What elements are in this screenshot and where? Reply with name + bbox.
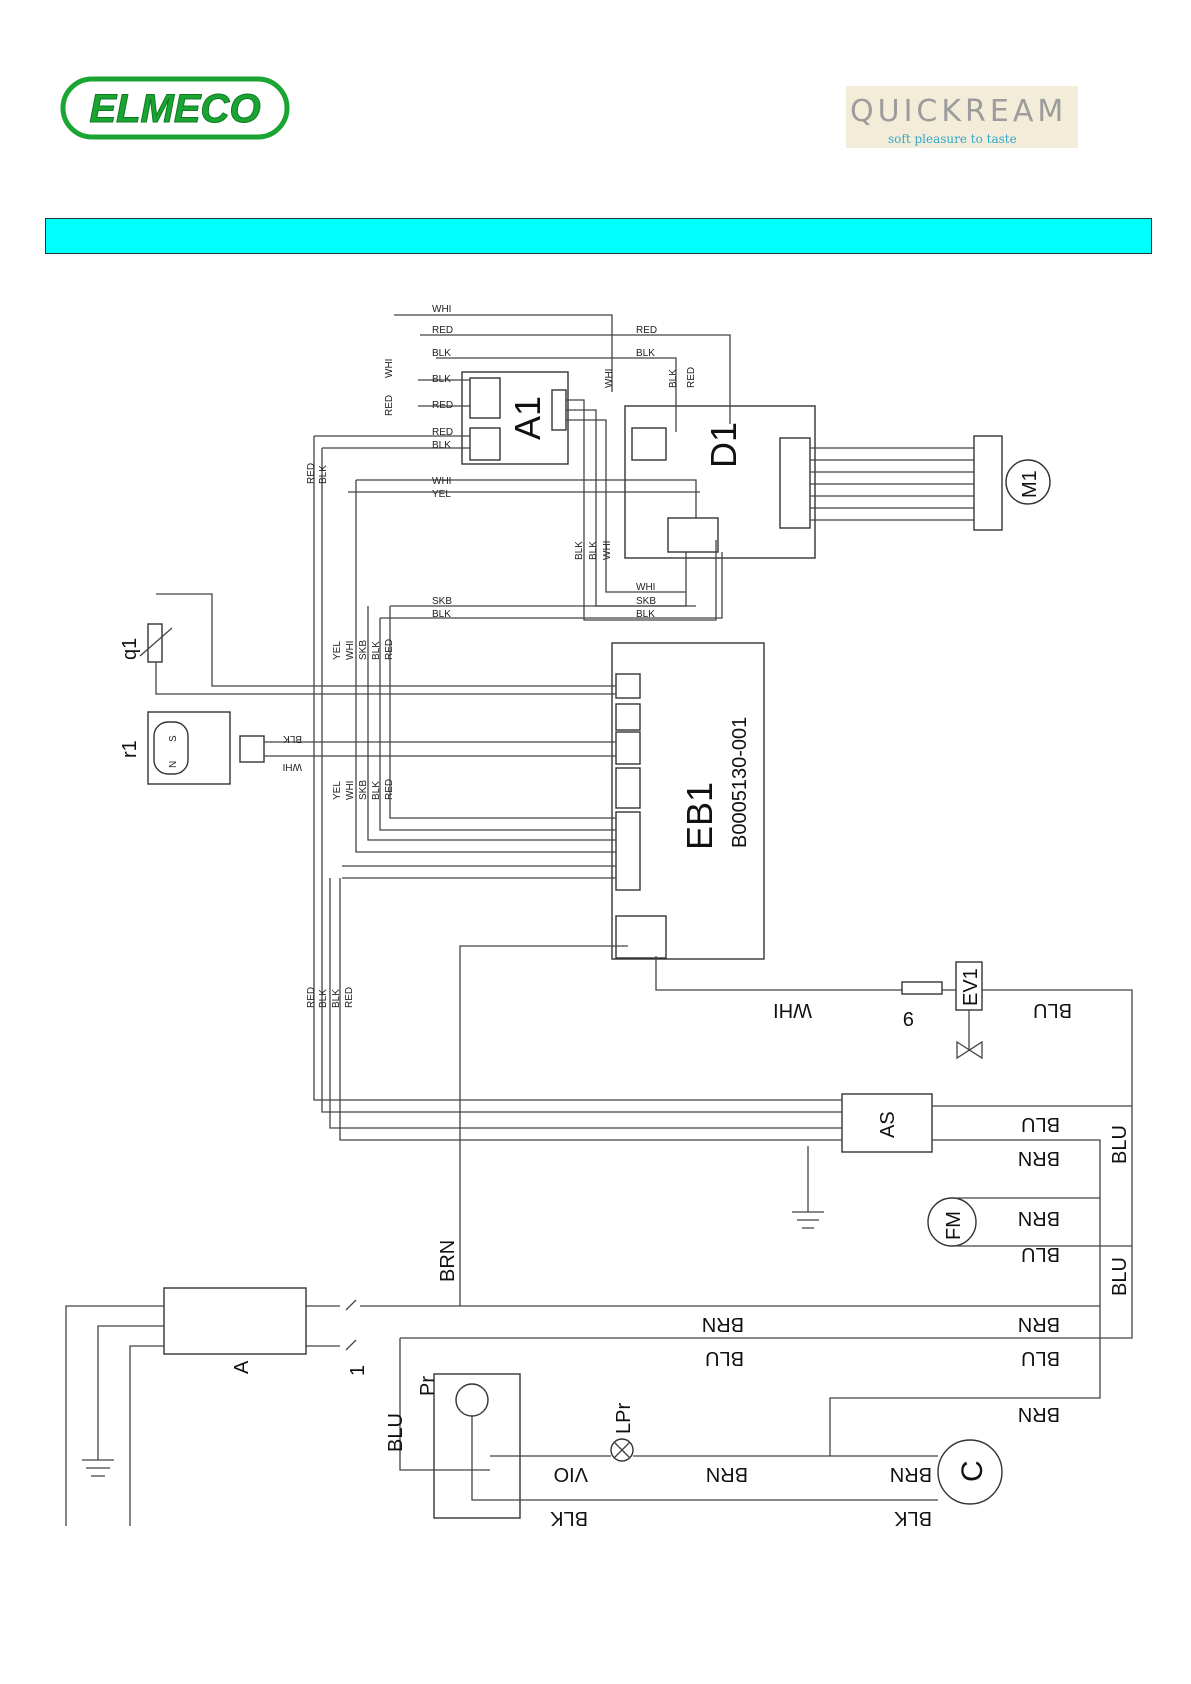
- wire-label-red-bundle2: RED: [384, 779, 395, 800]
- wire-label-yel-bundle1: YEL: [332, 641, 343, 660]
- wire-label-red-low: RED: [306, 987, 317, 1008]
- wire-label-yel-bundle2: YEL: [332, 781, 343, 800]
- wire-label-whi-bundle2: WHI: [345, 781, 356, 800]
- wire-label-brn-c1: BRN: [1018, 1403, 1060, 1425]
- eb1-label: EB1: [679, 782, 720, 850]
- wire-label-blk-d1b: BLK: [636, 609, 655, 620]
- wire-label-skb-bundle1: SKB: [358, 640, 369, 660]
- wire-label-yel-mid: YEL: [432, 489, 451, 500]
- fuse-label: 9: [903, 1007, 914, 1029]
- d1-label: D1: [703, 422, 744, 468]
- wire-label-red-a1: RED: [432, 400, 453, 411]
- fm-label: FM: [943, 1211, 965, 1240]
- a1-label: A1: [507, 396, 548, 440]
- a-label: A: [231, 1360, 253, 1374]
- c-compressor: [937, 1439, 1003, 1505]
- lpr-label: LPr: [613, 1403, 635, 1434]
- wire-label-brn-c2: BRN: [706, 1463, 748, 1485]
- r1-n-label: N: [168, 761, 179, 768]
- wire-label-blu-pr: BLU: [385, 1413, 407, 1452]
- wire-label-red-vert2: RED: [686, 367, 697, 388]
- wire-label-blk-vert4: BLK: [588, 541, 599, 560]
- wire-label-skb-mid: SKB: [432, 596, 452, 607]
- wire-label-blk-vert3: BLK: [574, 541, 585, 560]
- wire-label-whi-ev1: WHI: [773, 999, 812, 1021]
- quickream-logo-text: QUICKREAM: [850, 94, 1068, 129]
- wire-label-red-a1b: RED: [432, 427, 453, 438]
- wire-label-brn-vert: BRN: [437, 1240, 459, 1282]
- wire-label-red-low2: RED: [344, 987, 355, 1008]
- pr-label: Pr: [417, 1376, 439, 1396]
- wire-label-blk-a1b: BLK: [432, 440, 451, 451]
- wire-label-blu-main2: BLU: [1021, 1347, 1060, 1369]
- quickream-logo: QUICKREAM soft pleasure to taste: [846, 86, 1078, 148]
- wire-label-blu-right1: BLU: [1109, 1125, 1131, 1164]
- wire-label-brn-main2: BRN: [1018, 1313, 1060, 1335]
- wire-label-blu-main1: BLU: [705, 1347, 744, 1369]
- wire-label-whi-top: WHI: [432, 304, 451, 315]
- wire-label-blk-d1: BLK: [636, 348, 655, 359]
- title-banner: [45, 218, 1152, 254]
- q1-label: q1: [119, 638, 141, 660]
- wire-label-blk-a1: BLK: [432, 374, 451, 385]
- c-label: C: [956, 1460, 989, 1482]
- fuse-9: [901, 981, 943, 995]
- wire-label-whi-d1: WHI: [636, 582, 655, 593]
- as-label: AS: [877, 1111, 899, 1138]
- m1-motor: [1005, 459, 1051, 505]
- wire-label-whi-bundle1: WHI: [345, 641, 356, 660]
- wire-label-blk-c1: BLK: [550, 1507, 588, 1529]
- wire-label-blk-vert2: BLK: [668, 369, 679, 388]
- wire-label-blu-ev1: BLU: [1033, 999, 1072, 1021]
- wire-label-blk-bundle1: BLK: [371, 641, 382, 660]
- wire-label-blk-left: BLK: [318, 465, 329, 484]
- wire-label-red-d1: RED: [636, 325, 657, 336]
- wire-label-brn-c3: BRN: [890, 1463, 932, 1485]
- wire-label-blk-r1: BLK: [283, 733, 302, 744]
- r1-label: r1: [119, 740, 141, 758]
- wire-label-blk-bundle2: BLK: [371, 781, 382, 800]
- elmeco-logo-text: ELMECO: [89, 87, 260, 131]
- elmeco-logo: ELMECO: [60, 76, 290, 140]
- wire-label-blu-fm: BLU: [1021, 1243, 1060, 1265]
- wire-label-brn-fm: BRN: [1018, 1207, 1060, 1229]
- wire-label-blk-top: BLK: [432, 348, 451, 359]
- wire-label-red-top: RED: [432, 325, 453, 336]
- pr-pressostat: [433, 1373, 521, 1519]
- wire-label-whi-mid: WHI: [432, 476, 451, 487]
- wire-label-blk-mid: BLK: [432, 609, 451, 620]
- ev1-label: EV1: [960, 968, 982, 1006]
- eb1-code: B0005130-001: [729, 717, 751, 848]
- wire-label-red-bundle1: RED: [384, 639, 395, 660]
- wire-label-red-left: RED: [306, 463, 317, 484]
- wire-label-whi-vert4: WHI: [602, 541, 613, 560]
- m1-label: M1: [1019, 470, 1041, 498]
- wire-label-whi-vert: WHI: [384, 359, 395, 378]
- wire-label-brn-as: BRN: [1018, 1147, 1060, 1169]
- wire-label-blk-c2: BLK: [894, 1507, 932, 1529]
- a-filter: [163, 1287, 307, 1355]
- wire-label-skb-d1: SKB: [636, 596, 656, 607]
- wire-label-vio: VIO: [554, 1463, 588, 1485]
- wire-label-blk-low2: BLK: [331, 989, 342, 1008]
- wire-label-blk-low: BLK: [318, 989, 329, 1008]
- wire-label-red-vert: RED: [384, 395, 395, 416]
- wire-label-whi-vert2: WHI: [604, 369, 615, 388]
- wire-label-brn-main1: BRN: [702, 1313, 744, 1335]
- as-power-supply: [841, 1093, 933, 1153]
- wire-label-whi-r1: WHI: [283, 761, 302, 772]
- switch-1-label: 1: [347, 1365, 369, 1376]
- quickream-tagline: soft pleasure to taste: [888, 132, 1017, 146]
- wire-label-blu-as: BLU: [1021, 1113, 1060, 1135]
- wire-label-skb-bundle2: SKB: [358, 780, 369, 800]
- wire-label-blu-right2: BLU: [1109, 1257, 1131, 1296]
- ev1-valve: [955, 961, 983, 1011]
- r1-s-label: S: [168, 735, 179, 742]
